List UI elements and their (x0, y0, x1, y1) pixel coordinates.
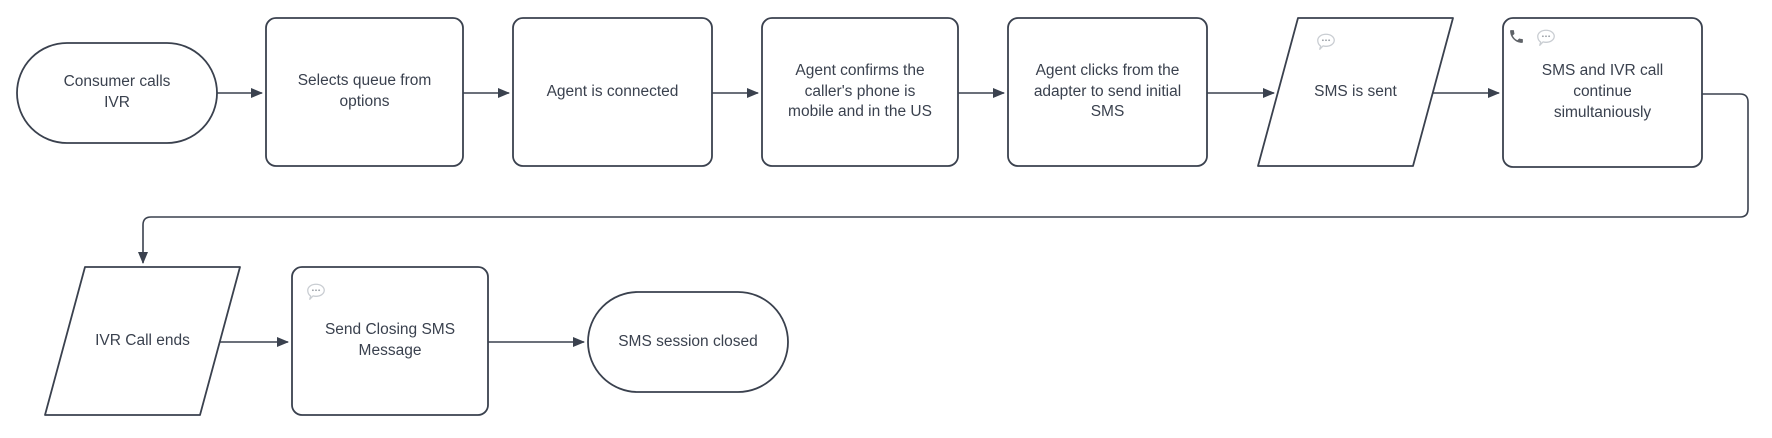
sms-bubble-icon (1315, 31, 1337, 58)
sms-bubble-icon (1535, 27, 1557, 54)
node-shape-sms-session-closed[interactable] (587, 291, 789, 393)
connector-continue-to-call-ends[interactable] (138, 93, 1749, 264)
node-shape-sms-is-sent[interactable] (1257, 17, 1454, 167)
sms-bubble-icon (305, 281, 327, 308)
node-shape-sms-ivr-continue[interactable] (1502, 17, 1703, 168)
node-label-agent-clicks[interactable]: Agent clicks from the adapter to send in… (1033, 61, 1182, 121)
node-label-send-closing-sms[interactable]: Send Closing SMS Message (324, 321, 456, 359)
node-shape-ivr-call-ends[interactable] (44, 266, 241, 416)
node-shape-send-closing-sms[interactable] (291, 266, 489, 416)
node-label-sms-is-sent[interactable]: SMS is sent (1314, 82, 1397, 100)
node-shape-agent-connected[interactable] (512, 17, 713, 167)
node-label-sms-session-closed[interactable]: SMS session closed (618, 332, 758, 350)
node-shape-consumer-calls-ivr[interactable] (16, 42, 218, 144)
node-label-consumer-calls-ivr[interactable]: Consumer calls IVR (63, 73, 171, 111)
node-label-sms-ivr-continue[interactable]: SMS and IVR call continue simultaniously (1541, 62, 1664, 121)
node-label-agent-confirms[interactable]: Agent confirms the caller's phone is mob… (788, 61, 932, 121)
node-shape-selects-queue[interactable] (265, 17, 464, 167)
node-label-agent-connected[interactable]: Agent is connected (546, 82, 679, 100)
node-shape-agent-confirms[interactable] (761, 17, 959, 167)
node-shape-agent-clicks[interactable] (1007, 17, 1208, 167)
node-label-selects-queue[interactable]: Selects queue from options (297, 72, 432, 110)
node-label-ivr-call-ends[interactable]: IVR Call ends (95, 331, 190, 349)
phone-icon (1508, 28, 1525, 50)
